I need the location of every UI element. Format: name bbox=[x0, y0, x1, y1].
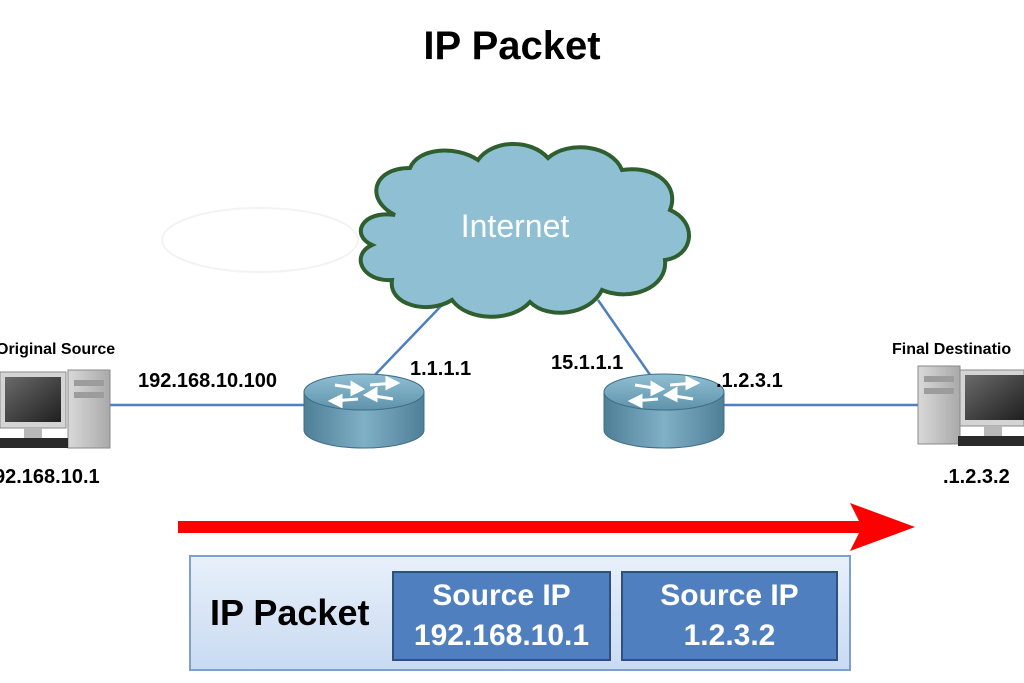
network-links bbox=[108, 299, 920, 407]
cloud-icon bbox=[358, 142, 691, 319]
computer-icon bbox=[0, 369, 111, 449]
packet-field: Source IP 192.168.10.1 bbox=[392, 571, 611, 661]
page-title: IP Packet bbox=[423, 24, 601, 68]
final-destination-label: Final Destinatio bbox=[892, 341, 1012, 358]
router2-internet-ip: 15.1.1.1 bbox=[551, 352, 624, 374]
packet-field-name: Source IP bbox=[660, 579, 799, 612]
arrow-right-icon bbox=[178, 503, 915, 551]
link-internet-router2 bbox=[596, 299, 657, 383]
router-icon bbox=[603, 373, 725, 449]
computer-icon bbox=[917, 365, 1024, 446]
packet-field-value: 1.2.3.2 bbox=[683, 619, 776, 652]
router1-internet-ip: 1.1.1.1 bbox=[410, 358, 472, 380]
faint-ellipse bbox=[161, 207, 359, 273]
router2-lan-ip: .1.2.3.1 bbox=[716, 370, 783, 392]
packet-field: Source IP 1.2.3.2 bbox=[621, 571, 838, 661]
internet-label: Internet bbox=[460, 208, 570, 244]
original-source-label: Original Source bbox=[0, 341, 116, 358]
link-router1-internet bbox=[371, 304, 443, 379]
destination-host-ip: .1.2.3.2 bbox=[943, 466, 1010, 488]
source-host-ip: 92.168.10.1 bbox=[0, 466, 100, 488]
packet-field-value: 192.168.10.1 bbox=[413, 619, 590, 652]
packet-field-name: Source IP bbox=[432, 579, 571, 612]
original-source-ip: 192.168.10.100 bbox=[138, 370, 278, 392]
packet-label: IP Packet bbox=[210, 592, 370, 633]
router-icon bbox=[303, 373, 425, 449]
